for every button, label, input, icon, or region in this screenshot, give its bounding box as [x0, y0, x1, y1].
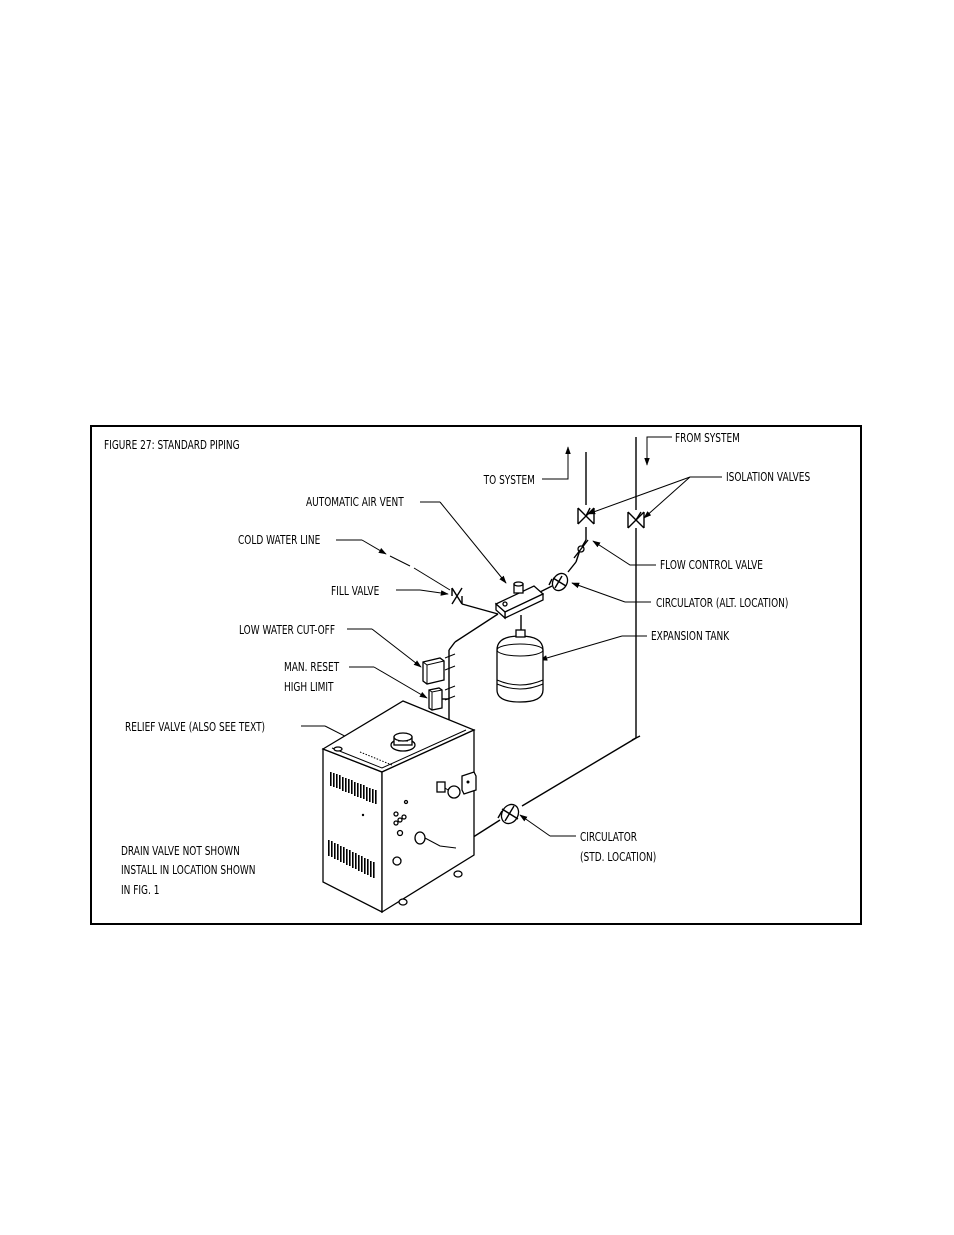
- label-fill-valve: FILL VALVE: [331, 584, 379, 599]
- front-louvers-top: [330, 772, 377, 804]
- boiler-icon: [321, 700, 477, 914]
- label-to-system: TO SYSTEM: [483, 473, 535, 488]
- high-limit-icon: [428, 687, 449, 711]
- label-cold-water-line: COLD WATER LINE: [238, 533, 320, 548]
- label-circulator-alt: CIRCULATOR (ALT. LOCATION): [656, 596, 788, 611]
- label-relief-valve: RELIEF VALVE (ALSO SEE TEXT): [125, 720, 265, 735]
- relief-valve-icon: [436, 771, 477, 799]
- label-low-water-cutoff: LOW WATER CUT-OFF: [239, 623, 335, 638]
- isolation-valve-return: [627, 511, 645, 529]
- note-line-2: INSTALL IN LOCATION SHOWN: [121, 863, 256, 878]
- label-man-reset: MAN. RESET: [284, 660, 339, 675]
- front-louvers-bottom: [328, 840, 375, 878]
- note-line-1: DRAIN VALVE NOT SHOWN: [121, 844, 240, 859]
- label-automatic-air-vent: AUTOMATIC AIR VENT: [306, 495, 404, 510]
- circulator-alt: [548, 572, 569, 592]
- label-isolation-valves: ISOLATION VALVES: [726, 470, 810, 485]
- label-high-limit: HIGH LIMIT: [284, 680, 334, 695]
- automatic-air-vent-icon: [513, 581, 524, 594]
- label-from-system: FROM SYSTEM: [675, 431, 740, 446]
- label-flow-control-valve: FLOW CONTROL VALVE: [660, 558, 763, 573]
- label-circulator-std: CIRCULATOR: [580, 830, 637, 845]
- fill-valve-icon: [451, 587, 463, 605]
- low-water-cutoff-icon: [422, 657, 445, 685]
- note-line-3: IN FIG. 1: [121, 883, 159, 898]
- circulator-std: [497, 803, 520, 825]
- flow-control-valve: [573, 539, 589, 559]
- label-expansion-tank: EXPANSION TANK: [651, 629, 730, 644]
- label-circulator-std-location: (STD. LOCATION): [580, 850, 656, 865]
- isolation-valve-supply: [577, 507, 595, 525]
- figure-frame: [90, 425, 862, 925]
- expansion-tank-icon: [496, 629, 544, 703]
- figure-title: FIGURE 27: STANDARD PIPING: [104, 438, 240, 453]
